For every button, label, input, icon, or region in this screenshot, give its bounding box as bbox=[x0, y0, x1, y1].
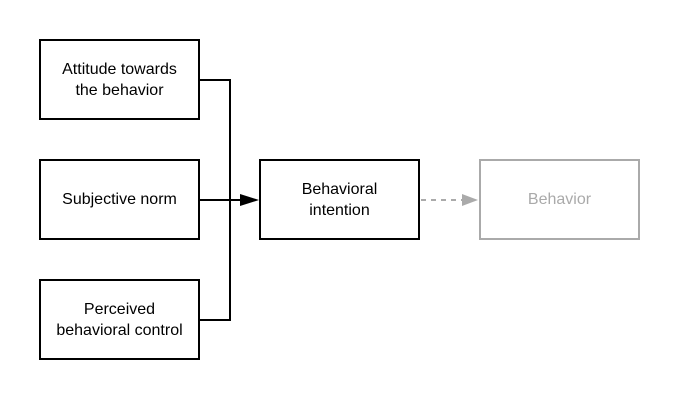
edge-attitude-to-intention bbox=[200, 79, 231, 200]
node-subjective-norm: Subjective norm bbox=[39, 159, 200, 240]
arrowhead-behavior bbox=[462, 194, 478, 206]
node-attitude-towards-behavior: Attitude towards the behavior bbox=[39, 39, 200, 120]
node-behavior: Behavior bbox=[479, 159, 640, 240]
edge-control-to-intention bbox=[200, 200, 231, 321]
arrowhead-intention bbox=[240, 194, 259, 206]
node-behavioral-intention: Behavioral intention bbox=[259, 159, 420, 240]
node-perceived-behavioral-control: Perceived behavioral control bbox=[39, 279, 200, 360]
